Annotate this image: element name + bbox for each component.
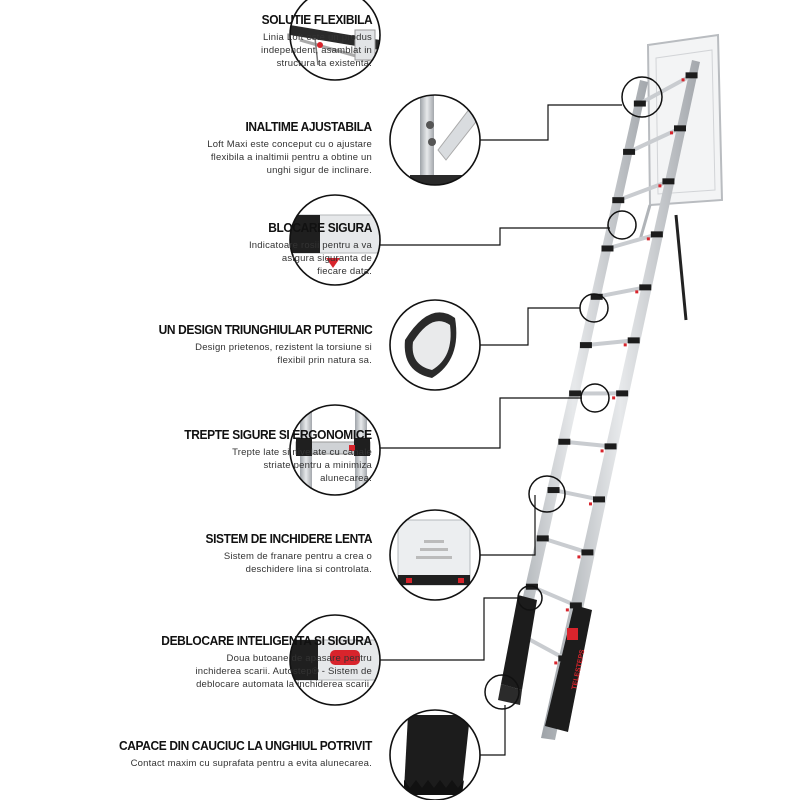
feature-safe-lock: BLOCARE SIGURA Indicatoare rosii pentru … [249, 220, 372, 278]
ladder-rung [564, 439, 611, 449]
ladder-body: TELESTEPS [498, 60, 700, 740]
lock-indicator [635, 290, 639, 294]
rung-clip [623, 148, 636, 155]
rung-clip [569, 602, 582, 609]
ladder-rung [606, 232, 658, 251]
lock-indicator [658, 184, 662, 188]
ladder-rung [596, 285, 646, 299]
rung-clip [627, 337, 640, 344]
feature-triangular-design: UN DESIGN TRIUNGHIULAR PUTERNIC Design p… [140, 322, 372, 367]
detail-circle-unlock [289, 614, 381, 706]
feature-smart-unlock: DEBLOCARE INTELIGENTA SI SIGURA Doua but… [143, 633, 372, 691]
rung-clip [650, 231, 663, 238]
rung-clip [592, 496, 605, 503]
feature-title: TREPTE SIGURE SI ERGONOMICE [184, 427, 373, 442]
detail-circle-flexible [289, 0, 381, 81]
rung-clip [633, 100, 646, 107]
leader-lines [380, 104, 622, 756]
feature-title: SOLUTIE FLEXIBILA [261, 12, 372, 27]
rung-clip [616, 390, 629, 397]
feature-description: Loft Maxi este conceput cu o ajustare fl… [207, 139, 372, 176]
detail-circle-step [289, 404, 381, 496]
feature-title: INALTIME AJUSTABILA [245, 119, 373, 134]
feature-ergonomic-steps: TREPTE SIGURE SI ERGONOMICE Trepte late … [168, 427, 373, 485]
rung-clip [547, 487, 560, 494]
lower-sleeve-left [501, 595, 537, 690]
rubber-cap-left [498, 684, 522, 705]
rung-clip [581, 549, 594, 556]
lock-indicator [577, 555, 581, 559]
lock-indicator [612, 396, 616, 400]
feature-title: UN DESIGN TRIUNGHIULAR PUTERNIC [158, 322, 372, 337]
feature-description: Doua butoane de apasare pentru inchidere… [195, 653, 372, 690]
rung-clip [569, 390, 582, 397]
lock-indicator [565, 608, 569, 612]
rung-clip [604, 443, 617, 450]
feature-adjustable-height: INALTIME AJUSTABILA Loft Maxi este conce… [207, 119, 372, 177]
lock-indicator [554, 661, 558, 665]
detail-circle-height [389, 94, 481, 186]
rung-clip [579, 342, 592, 349]
feature-flexible-solution: SOLUTIE FLEXIBILA Linia Loft este un pro… [252, 12, 372, 70]
rung-clip [685, 72, 698, 79]
ladder-rung [585, 338, 634, 348]
rung-clip [673, 125, 686, 132]
feature-description: Indicatoare rosii pentru a va asigura si… [248, 240, 372, 277]
feature-description: Design prietenos, rezistent la torsiune … [195, 342, 372, 366]
feature-title: SISTEM DE INCHIDERE LENTA [205, 531, 372, 546]
feature-description: Contact maxim cu suprafata pentru a evit… [130, 758, 372, 769]
rung-clip [590, 293, 603, 300]
detail-circle-profile [389, 299, 481, 391]
feature-title: BLOCARE SIGURA [268, 220, 372, 235]
lock-indicator [646, 237, 650, 241]
feature-rubber-caps: CAPACE DIN CAUCIUC LA UNGHIUL POTRIVIT C… [97, 738, 372, 770]
feature-title: CAPACE DIN CAUCIUC LA UNGHIUL POTRIVIT [119, 738, 372, 753]
rung-clip [601, 245, 614, 252]
rung-clip [639, 284, 652, 291]
lock-indicator [588, 502, 592, 506]
lock-indicator [669, 131, 673, 135]
lock-indicator [600, 449, 604, 453]
rung-clip [536, 535, 549, 542]
lock-indicator [623, 343, 627, 347]
rung-clip [662, 178, 675, 185]
feature-description: Sistem de franare pentru a crea o deschi… [223, 551, 372, 575]
lower-sleeve-right [545, 605, 592, 732]
feature-slow-closing: SISTEM DE INCHIDERE LENTA Sistem de fran… [191, 531, 372, 576]
rung-clip [612, 197, 625, 204]
detail-circle-lock [289, 194, 381, 286]
detail-markers [484, 76, 663, 710]
feature-description: Linia Loft este un produs independent, a… [261, 32, 372, 69]
rung-clip [558, 438, 571, 445]
feature-description: Trepte late si nivelate cu canale striat… [232, 447, 372, 484]
detail-circle-closing [389, 509, 481, 601]
brand-badge [567, 628, 578, 640]
ladder-rung [542, 536, 589, 555]
feature-title: DEBLOCARE INTELIGENTA SI SIGURA [161, 633, 372, 648]
detail-circle-cap [389, 709, 481, 800]
ladder-rung [553, 488, 600, 502]
lock-indicator [681, 78, 685, 82]
